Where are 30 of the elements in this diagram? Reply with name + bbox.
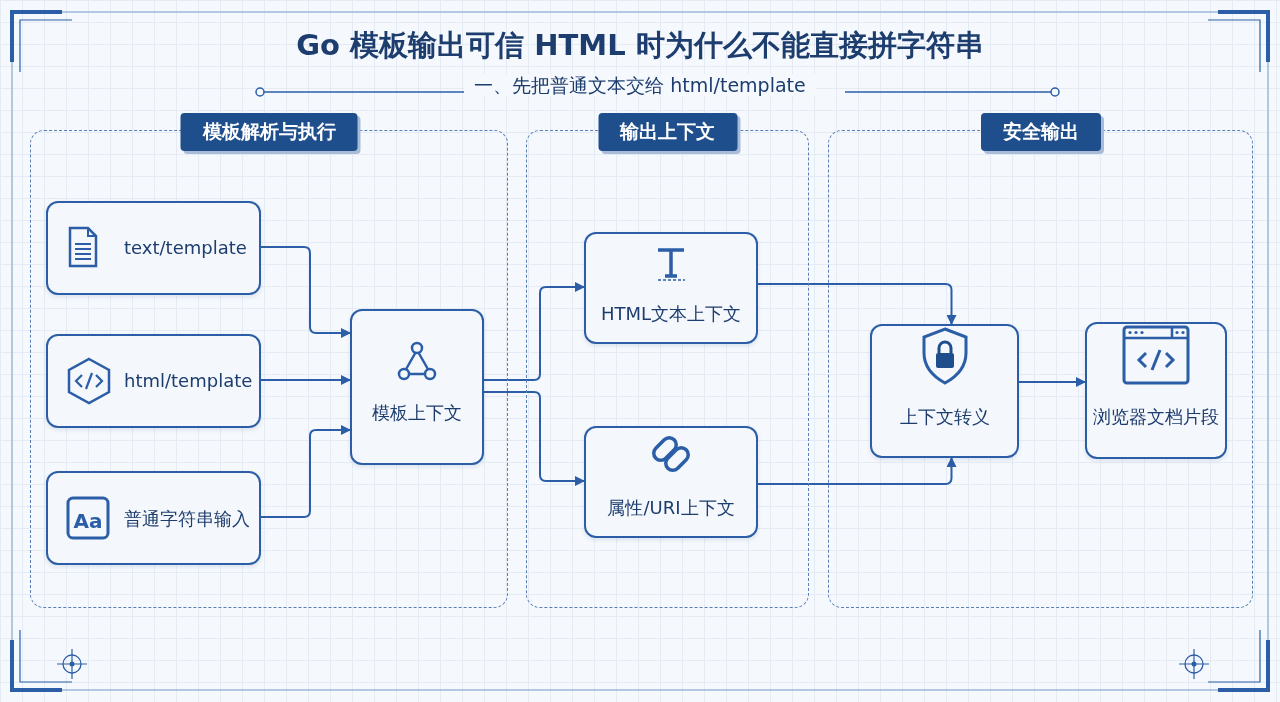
panel-heading: 模板解析与执行	[180, 113, 358, 151]
process-box	[584, 232, 758, 344]
node-label: 模板上下文	[371, 401, 463, 425]
node-label: 普通字符串输入	[124, 507, 250, 531]
node-label: 浏览器文档片段	[1092, 404, 1220, 429]
node-label: 属性/URI上下文	[606, 496, 736, 520]
arrow	[757, 283, 957, 325]
node-label: text/template	[124, 237, 247, 258]
arrow	[483, 391, 585, 486]
panel-heading: 安全输出	[980, 113, 1101, 151]
arrow	[483, 282, 585, 381]
process-box	[46, 334, 261, 428]
process-box	[46, 201, 261, 295]
font-icon: Aa	[66, 496, 110, 540]
process-box	[350, 309, 484, 465]
node-label: html/template	[124, 370, 253, 391]
arrow	[260, 246, 351, 338]
process-box	[870, 324, 1019, 458]
process-box	[46, 471, 261, 565]
node-label: HTML文本上下文	[599, 302, 743, 326]
node-label: 上下文转义	[898, 405, 991, 429]
arrow	[260, 425, 351, 518]
subtitle: 一、先把普通文本交给 html/template	[464, 74, 816, 96]
process-box	[584, 426, 758, 538]
diagram-title: Go 模板输出可信 HTML 时为什么不能直接拼字符串	[295, 27, 985, 64]
arrow	[757, 457, 957, 485]
process-box	[1085, 322, 1227, 459]
arrow	[1018, 377, 1086, 387]
arrow	[260, 375, 351, 385]
panel-heading: 输出上下文	[598, 113, 737, 151]
